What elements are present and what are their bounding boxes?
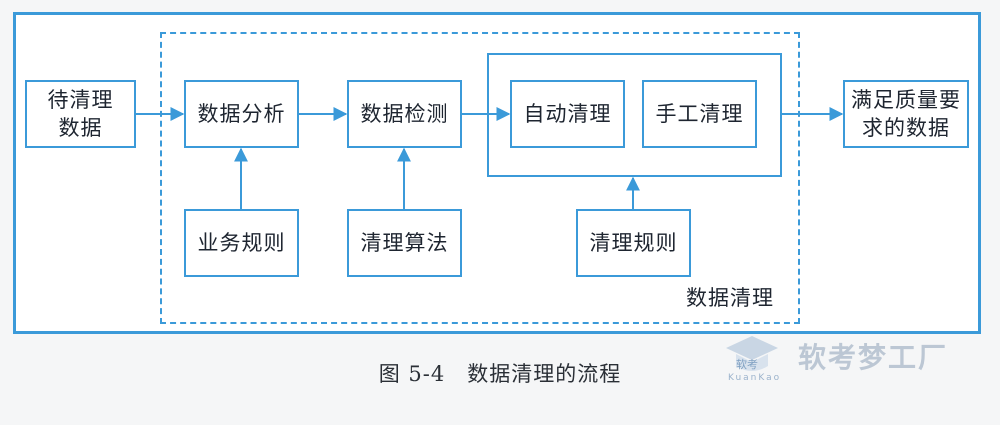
data-detection-box: 数据检测 bbox=[347, 80, 462, 148]
graduation-cap-icon bbox=[726, 336, 778, 371]
watermark-logo-text: 软考 bbox=[736, 358, 758, 371]
watermark-title: 软考梦工厂 bbox=[798, 341, 949, 374]
data-cleaning-label: 数据清理 bbox=[686, 286, 774, 310]
data-analysis-box: 数据分析 bbox=[184, 80, 299, 148]
qualified-data-box: 满足质量要 求的数据 bbox=[843, 80, 969, 148]
watermark: 软考 KuanKao 软考梦工厂 bbox=[712, 326, 982, 392]
business-rules-box: 业务规则 bbox=[184, 209, 299, 277]
watermark-subtitle: KuanKao bbox=[728, 373, 782, 383]
input-data-box: 待清理 数据 bbox=[25, 80, 136, 148]
auto-clean-box: 自动清理 bbox=[510, 80, 625, 148]
manual-clean-box: 手工清理 bbox=[642, 80, 757, 148]
figure-caption: 图 5-4 数据清理的流程 bbox=[378, 362, 622, 386]
clean-algorithm-box: 清理算法 bbox=[347, 209, 462, 277]
clean-rules-box: 清理规则 bbox=[576, 209, 691, 277]
data-cleaning-region bbox=[160, 32, 800, 324]
